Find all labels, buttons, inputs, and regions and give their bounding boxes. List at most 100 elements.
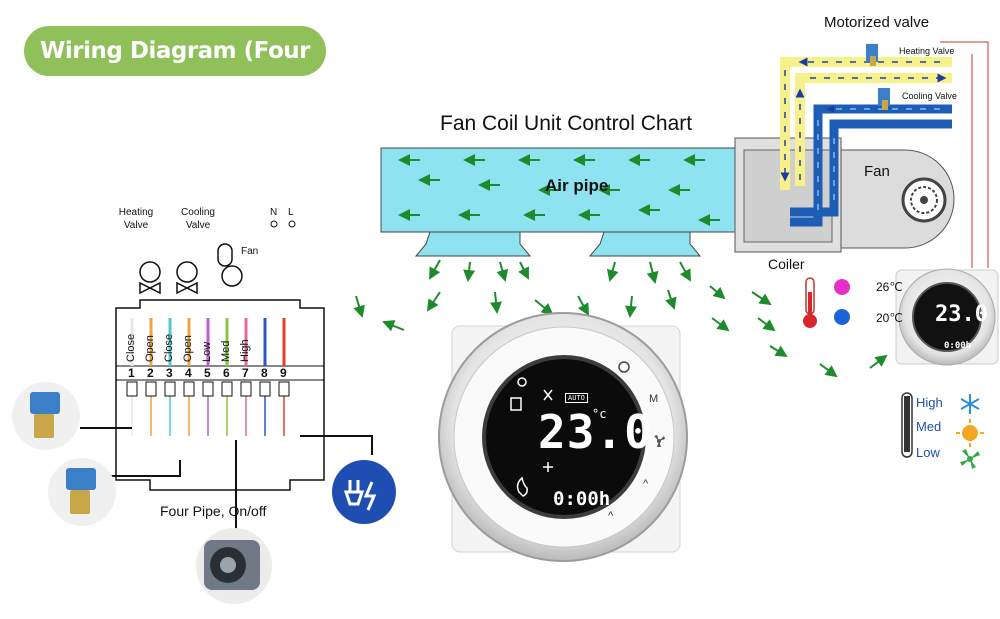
wiring-cooling-valve-label: Cooling Valve	[181, 207, 215, 231]
power-button-icon[interactable]	[618, 361, 630, 373]
mode-button[interactable]: M	[649, 393, 659, 405]
wiring-diagram	[80, 220, 373, 530]
external-wires	[80, 427, 373, 530]
terminal-number-8: 8	[261, 366, 268, 380]
thermostat-mode: AUTO	[565, 393, 588, 403]
wiring-fan-label: Fan	[241, 246, 259, 257]
small-thermostat-temperature: 23.0	[935, 302, 988, 327]
valve-symbol-cooling	[176, 261, 198, 295]
airflow-arrow	[496, 261, 509, 282]
terminal-name-5: Low	[201, 341, 213, 362]
heating-valve-photo	[12, 382, 80, 450]
speed-high: High	[916, 395, 943, 410]
fan-coil-unit	[380, 41, 989, 268]
airflow-arrows	[353, 154, 888, 378]
airflow-arrow	[757, 317, 776, 332]
terminal-number-6: 6	[223, 366, 230, 380]
terminal-number-1: 1	[128, 366, 135, 380]
air-outlet-right	[588, 231, 702, 257]
live-label: L	[288, 207, 294, 218]
up-button-secondary[interactable]: ^	[608, 510, 614, 522]
terminal-screw-6	[221, 381, 233, 397]
airflow-arrow	[426, 291, 441, 312]
terminal-block-outline	[115, 299, 325, 491]
airflow-arrow	[490, 291, 502, 314]
main-thermostat	[438, 312, 688, 562]
sun-icon	[956, 419, 984, 447]
diagram-title: Wiring Diagram (Four pipe) :	[24, 26, 326, 114]
airflow-arrow	[769, 345, 788, 358]
terminal-screw-9	[278, 381, 290, 397]
snowflake-icon	[960, 394, 980, 414]
terminal-number-2: 2	[147, 366, 154, 380]
terminal-number-9: 9	[280, 366, 287, 380]
temperature-indicator	[803, 277, 850, 328]
airflow-arrow	[819, 363, 838, 378]
heating-valve-tag: Heating Valve	[899, 46, 955, 56]
terminal-name-7: High	[239, 339, 251, 362]
terminal-screw-5	[202, 381, 214, 397]
terminal-name-2: Open	[144, 335, 156, 362]
airflow-arrow	[382, 320, 405, 332]
hot-dot	[834, 279, 850, 295]
motorized-valve-label: Motorized valve	[824, 14, 930, 31]
neutral-label: N	[270, 207, 278, 218]
hot-temperature: 26℃	[876, 280, 903, 294]
cooling-valve-tag: Cooling Valve	[902, 91, 957, 101]
speed-low: Low	[916, 445, 940, 460]
terminal-name-3: Close	[163, 333, 175, 362]
fan-blade-icon	[960, 449, 980, 469]
thermostat-time: 0:00h	[553, 488, 611, 510]
fan-motor-symbol	[217, 243, 243, 287]
terminal-screw-8	[259, 381, 271, 397]
terminal-name-1: Close	[125, 333, 137, 362]
terminal-number-4: 4	[185, 366, 192, 380]
wiring-heating-valve-label: Heating Valve	[118, 207, 154, 231]
terminal-number-3: 3	[166, 366, 173, 380]
power-terminal-n	[270, 220, 278, 228]
airflow-arrow	[534, 299, 554, 316]
airflow-arrow	[353, 295, 365, 318]
fan-housing	[840, 149, 955, 249]
heating-valve	[866, 44, 878, 66]
valve-symbol-heating	[139, 261, 161, 295]
air-pipe-label: Air pipe	[545, 176, 609, 195]
power-plug-icon	[332, 460, 396, 524]
fan-label: Fan	[864, 163, 890, 180]
airflow-arrow	[646, 261, 659, 284]
airflow-arrow	[679, 261, 691, 282]
control-wire	[940, 41, 989, 268]
terminal-name-4: Open	[182, 335, 194, 362]
coiler-label: Coiler	[768, 256, 805, 272]
heating-pipes	[780, 57, 952, 190]
small-thermostat	[895, 268, 999, 366]
fan-icon	[654, 435, 665, 447]
thermostat-temperature: 23.0	[538, 405, 653, 459]
terminal-number-7: 7	[242, 366, 249, 380]
airflow-arrow	[463, 261, 476, 282]
terminal-screw-1	[126, 381, 138, 397]
airflow-arrow	[711, 317, 730, 332]
up-button[interactable]: ^	[643, 478, 649, 490]
fan-speed-indicator	[901, 392, 984, 469]
terminal-screw-4	[183, 381, 195, 397]
cold-dot	[834, 309, 850, 325]
terminal-wires	[130, 318, 286, 436]
airflow-arrow	[665, 289, 677, 310]
power-terminal-l	[288, 220, 296, 228]
airflow-arrow	[429, 259, 441, 280]
airflow-arrow	[869, 354, 888, 369]
terminal-screws	[126, 381, 290, 397]
cooling-valve-photo	[48, 458, 116, 526]
thermostat-temp-unit: °c	[592, 407, 607, 421]
cooling-valve	[878, 88, 890, 110]
terminal-screw-3	[164, 381, 176, 397]
speed-med: Med	[916, 419, 942, 434]
chart-title: Fan Coil Unit Control Chart	[440, 112, 693, 135]
air-outlet-left	[414, 231, 532, 257]
blower-photo	[196, 528, 272, 604]
lcd-icons	[510, 377, 553, 497]
airflow-arrow	[751, 291, 772, 306]
